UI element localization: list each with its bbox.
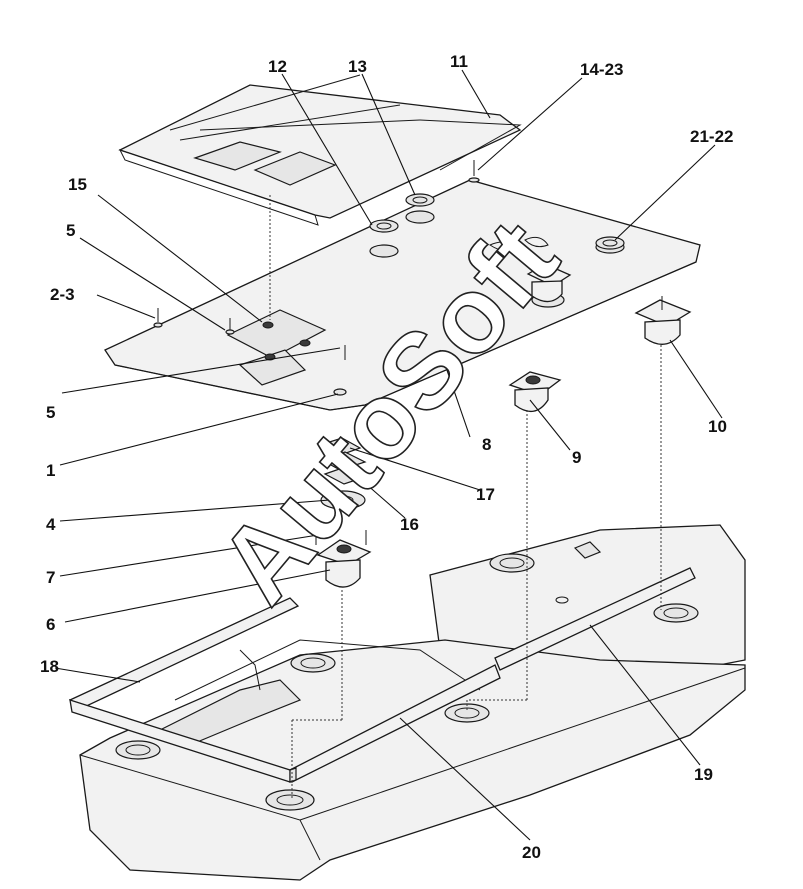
hardware: [153, 160, 480, 545]
mount-9: [508, 371, 562, 412]
label-7: 7: [46, 568, 55, 587]
label-21-22: 21-22: [690, 127, 733, 146]
label-18: 18: [40, 657, 59, 676]
label-9: 9: [572, 448, 581, 467]
alignment-lines: [269, 195, 662, 798]
label-15: 15: [68, 175, 87, 194]
main-plate-8: [104, 179, 701, 411]
label-5-bottom: 5: [46, 403, 55, 422]
label-16: 16: [400, 515, 419, 534]
label-17: 17: [476, 485, 495, 504]
label-20: 20: [522, 843, 541, 862]
label-8: 8: [482, 435, 491, 454]
label-14-23: 14-23: [580, 60, 623, 79]
mount-6: [316, 539, 372, 588]
label-19: 19: [694, 765, 713, 784]
label-5-top: 5: [66, 221, 75, 240]
grommets: [369, 193, 625, 250]
callout-labels: 12 13 11 14-23 21-22 15 5 2-3 5 1 4 7 6 …: [40, 52, 733, 862]
label-11: 11: [450, 52, 468, 71]
label-1: 1: [46, 461, 55, 480]
label-4: 4: [46, 515, 56, 534]
frame-rails: [68, 567, 696, 783]
label-2-3: 2-3: [50, 285, 75, 304]
label-6: 6: [46, 615, 55, 634]
top-tray-11: [118, 74, 522, 226]
damper-stack: [318, 437, 370, 510]
label-10: 10: [708, 417, 727, 436]
lower-body-assembly: [79, 524, 746, 881]
leader-lines: [54, 69, 723, 841]
label-12: 12: [268, 57, 287, 76]
mount-14-23: [526, 263, 572, 303]
mount-10: [634, 296, 692, 345]
label-13: 13: [348, 57, 367, 76]
